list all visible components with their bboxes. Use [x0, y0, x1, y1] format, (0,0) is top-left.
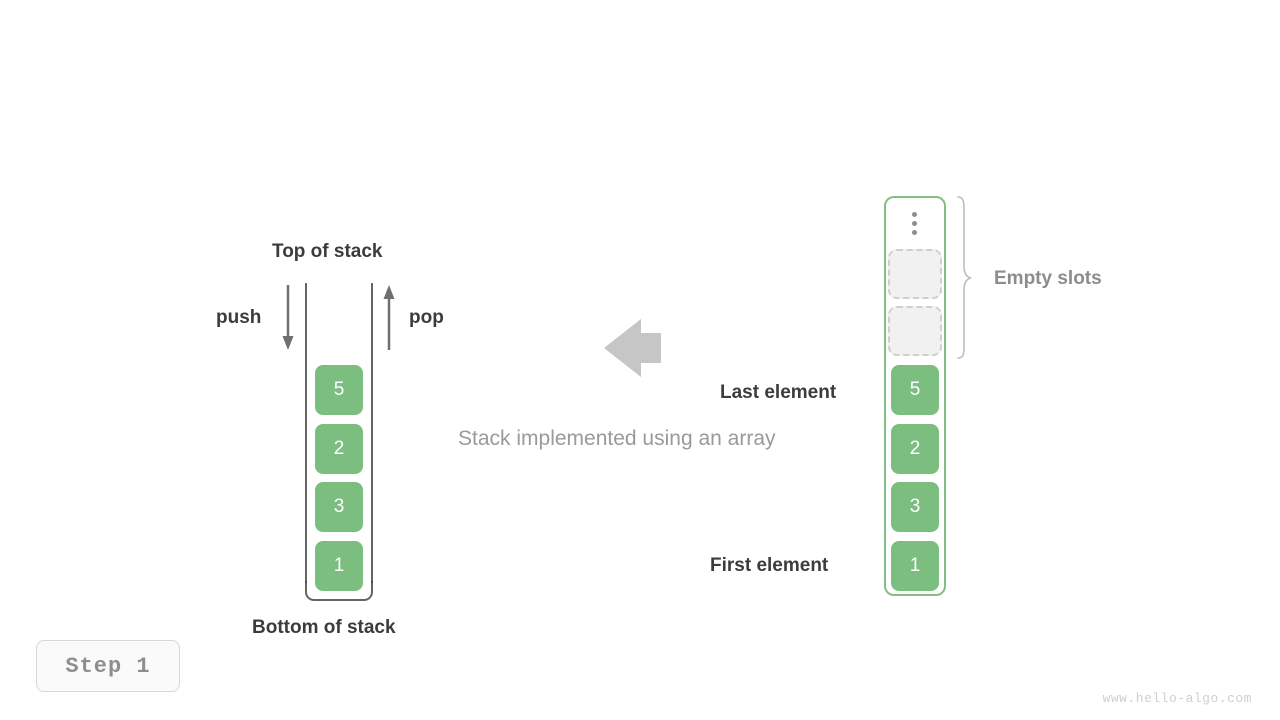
push-label: push	[216, 307, 262, 328]
stack-cell: 2	[315, 424, 363, 474]
curly-brace-icon	[957, 196, 972, 359]
array-cell: 3	[891, 482, 939, 532]
arrow-left-icon	[604, 319, 661, 377]
diagram-caption: Stack implemented using an array	[458, 427, 776, 450]
stack-wall-right	[371, 283, 373, 583]
array-cell: 1	[891, 541, 939, 591]
arrow-up-icon	[383, 285, 395, 350]
bottom-of-stack-label: Bottom of stack	[252, 617, 396, 638]
step-badge: Step 1	[36, 640, 180, 692]
stack-cell: 1	[315, 541, 363, 591]
top-of-stack-label: Top of stack	[272, 241, 383, 262]
stack-cell: 5	[315, 365, 363, 415]
arrow-down-icon	[282, 285, 294, 350]
array-cell: 2	[891, 424, 939, 474]
vertical-ellipsis-icon	[910, 212, 918, 238]
stack-floor	[305, 581, 373, 601]
stack-wall-left	[305, 283, 307, 583]
empty-slot	[888, 306, 942, 356]
empty-slot	[888, 249, 942, 299]
array-container	[884, 196, 946, 596]
pop-label: pop	[409, 307, 444, 328]
first-element-label: First element	[710, 555, 829, 576]
stack-container	[305, 283, 373, 601]
watermark: www.hello-algo.com	[1102, 691, 1252, 706]
last-element-label: Last element	[720, 382, 837, 403]
array-cell: 5	[891, 365, 939, 415]
stack-cell: 3	[315, 482, 363, 532]
empty-slots-label: Empty slots	[994, 268, 1102, 289]
